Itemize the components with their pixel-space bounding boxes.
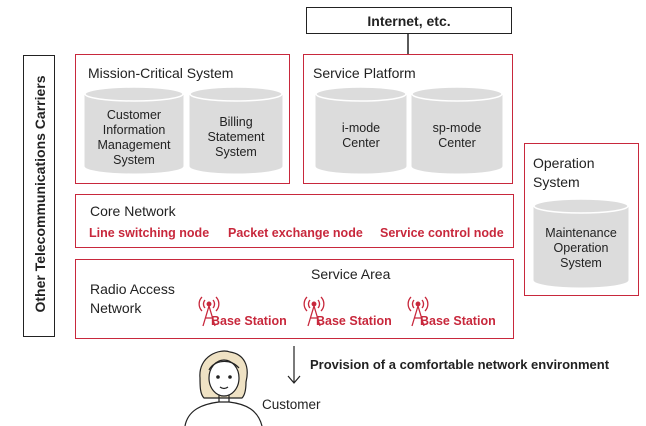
provision-label: Provision of a comfortable network envir… [310,357,610,372]
service-control-node: Service control node [380,226,504,240]
cylinder-imode: i-mode Center [315,86,407,174]
base-station-label: Base Station [211,314,287,328]
line-switching-node: Line switching node [89,226,210,240]
radio-access-title: Radio Access Network [90,281,175,316]
radio-access-box: Radio Access Network Service Area [75,259,514,339]
base-station-3: Base Station [405,294,511,330]
service-platform-title: Service Platform [313,65,416,81]
service-area-label: Service Area [311,266,391,282]
cylinder-label: Maintenance Operation System [545,226,617,270]
cylinder-label: i-mode Center [341,121,381,150]
other-carriers-box: Other Telecommunications Carriers [23,55,55,337]
packet-exchange-node: Packet exchange node [228,226,363,240]
other-carriers-label: Other Telecommunications Carriers [32,75,48,313]
antenna-icon [303,296,325,327]
mission-critical-title: Mission-Critical System [88,65,234,81]
cylinder-customer-info: Customer Information Management System [84,86,184,174]
cylinder-label: sp-mode Center [432,121,482,150]
base-station-2: Base Station [301,294,407,330]
base-station-label: Base Station [316,314,392,328]
internet-label: Internet, etc. [367,13,451,29]
operation-system-title: Operation System [533,155,595,190]
cylinder-label: Billing Statement System [207,115,265,159]
base-station-label: Base Station [420,314,496,328]
person-icon [184,350,263,426]
antenna-icon [198,296,220,327]
cylinder-maintenance: Maintenance Operation System [533,198,629,288]
core-network-box: Core Network Line switching node Packet … [75,194,514,248]
cylinder-label: Customer Information Management System [97,108,171,167]
cylinder-billing: Billing Statement System [189,86,283,174]
base-station-1: Base Station [196,294,302,330]
customer-label: Customer [262,397,321,412]
internet-box: Internet, etc. [306,7,512,34]
cylinder-spmode: sp-mode Center [411,86,503,174]
antenna-icon [407,296,429,327]
core-network-title: Core Network [90,203,176,219]
